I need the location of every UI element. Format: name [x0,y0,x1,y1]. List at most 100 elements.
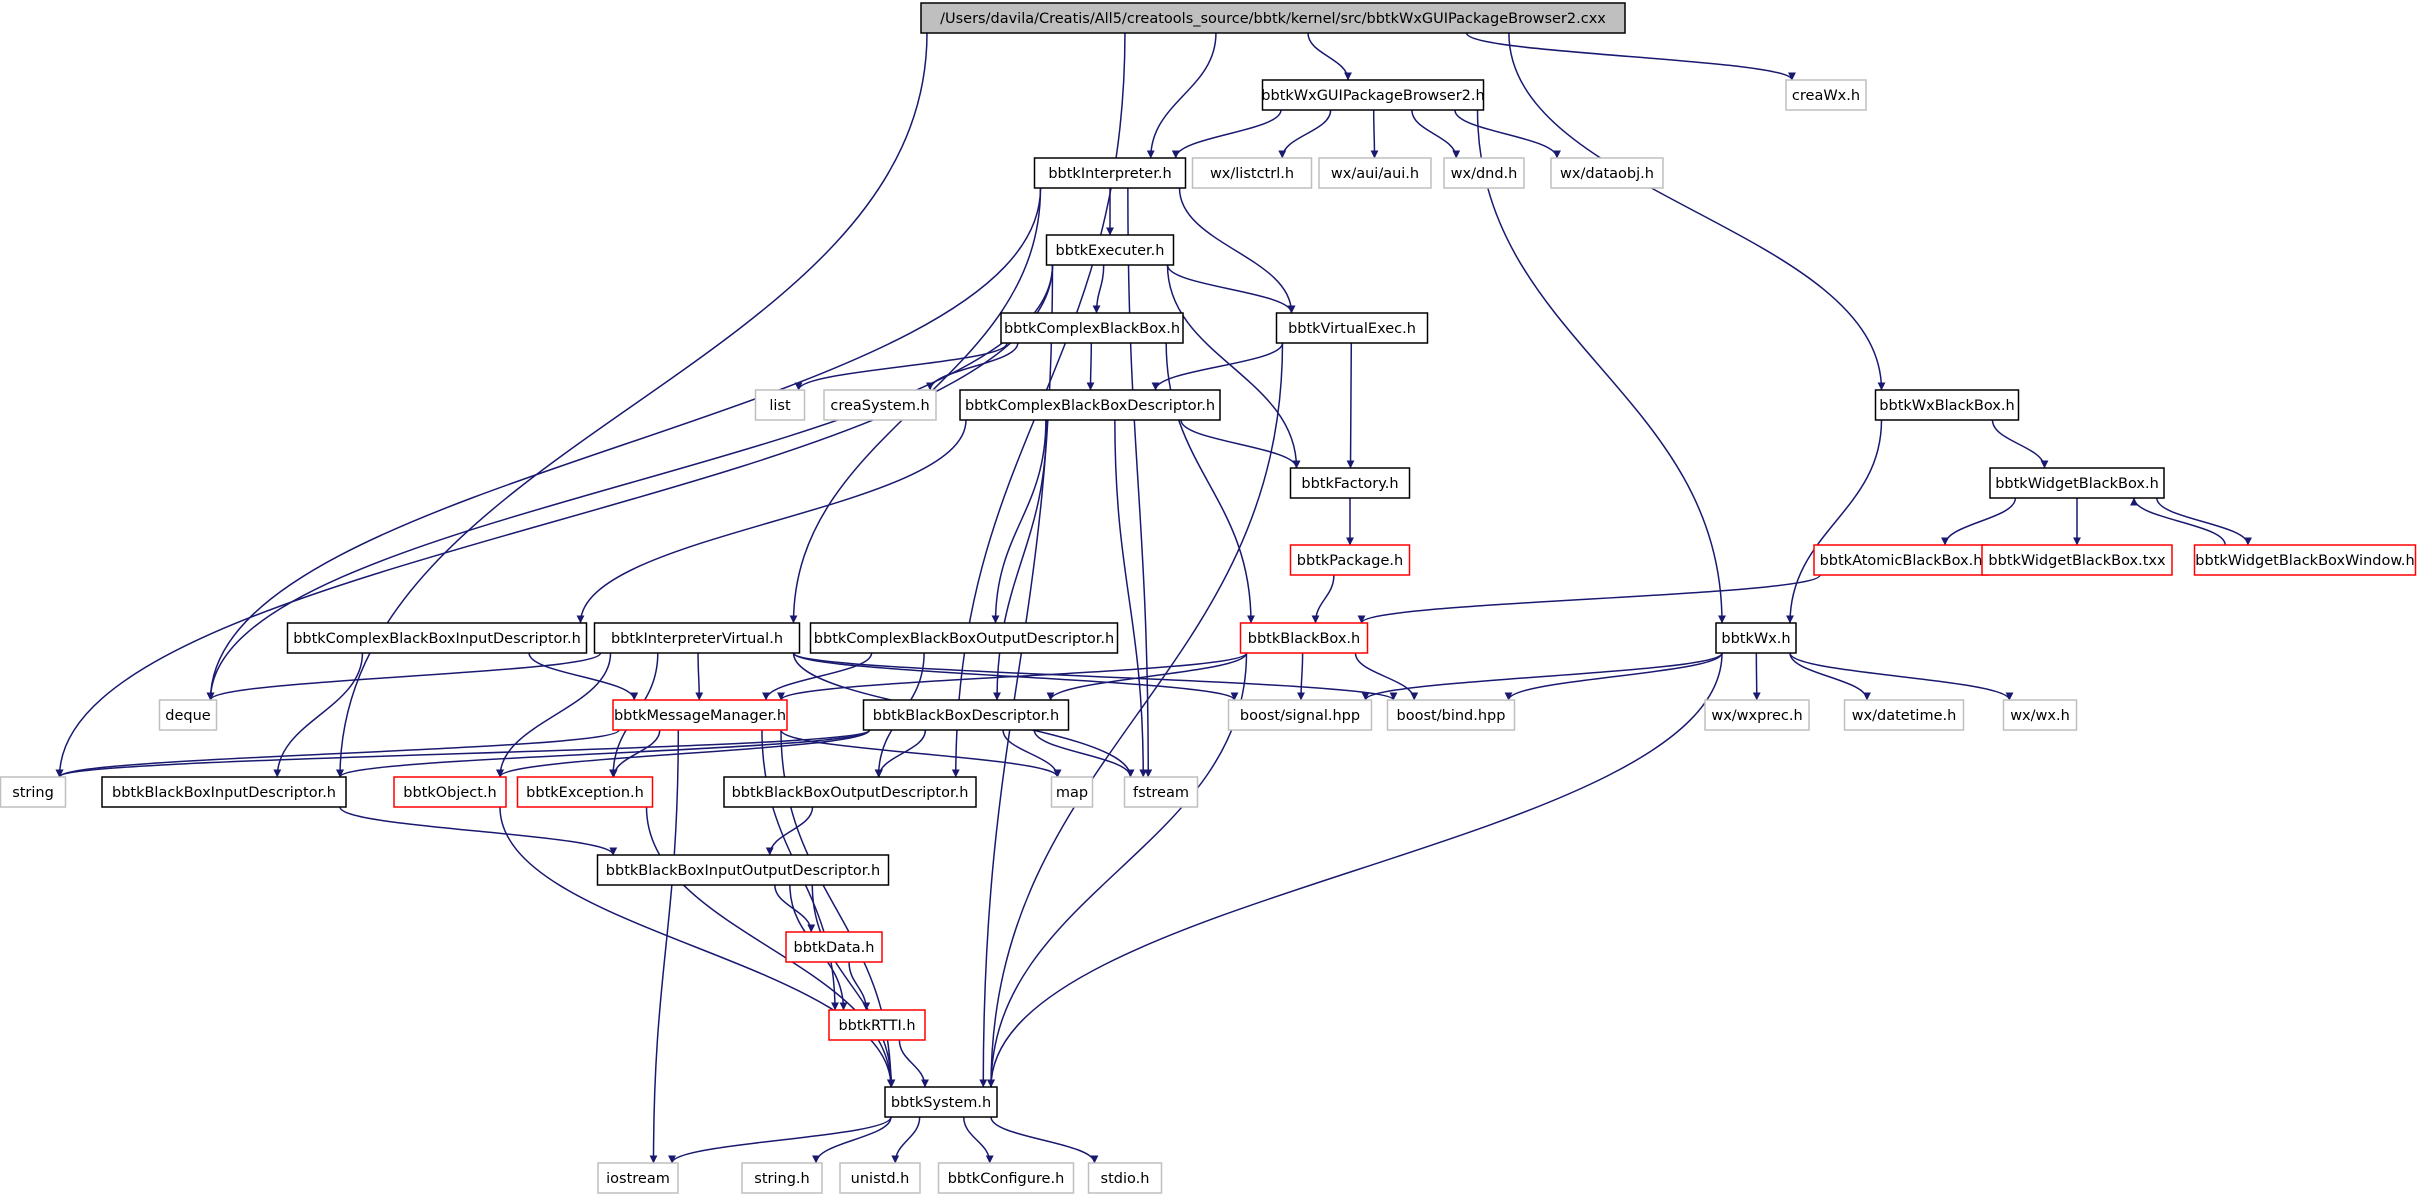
graph-node-bbtkwxblackbox-h[interactable]: bbtkWxBlackBox.h [1874,389,2020,421]
graph-node-wx-dataobj-h: wx/dataobj.h [1550,157,1664,189]
node-label: bbtkWidgetBlackBox.h [1995,476,2159,492]
graph-node-bbtkcomplexblackbox-h[interactable]: bbtkComplexBlackBox.h [1000,312,1184,344]
graph-node-bbtkblackboxinputoutputdescriptor-h[interactable]: bbtkBlackBoxInputOutputDescriptor.h [596,854,890,886]
node-label: bbtkComplexBlackBoxOutputDescriptor.h [814,631,1114,647]
node-box [839,1162,921,1194]
edge-bbtkwxguipackagebrowser2-h-to-wx-aui-aui-h [1370,109,1379,159]
graph-node-bbtkblackboxoutputdescriptor-h[interactable]: bbtkBlackBoxOutputDescriptor.h [723,776,977,808]
node-label: wx/datetime.h [1852,708,1957,724]
edge-bbtkcomplexblackbox-h-to-creasystem-h [926,342,1019,391]
graph-node-bbtkfactory-h[interactable]: bbtkFactory.h [1289,467,1411,499]
node-label: deque [165,708,211,724]
graph-node-bbtkconfigure-h: bbtkConfigure.h [937,1162,1075,1194]
graph-node-creawx-h: creaWx.h [1785,79,1867,111]
node-label: creaWx.h [1792,88,1860,104]
node-box [1386,699,1516,731]
graph-node-bbtkblackboxinputdescriptor-h[interactable]: bbtkBlackBoxInputDescriptor.h [101,776,347,808]
node-box [1443,157,1525,189]
node-label: bbtkBlackBoxOutputDescriptor.h [732,785,969,801]
node-box [1045,234,1175,266]
edge-bbtkblackbox-h-to-bbtkmessagemanager-h [777,652,1248,701]
node-label: bbtkMessageManager.h [614,708,786,724]
graph-node-bbtkwidgetblackbox-txx[interactable]: bbtkWidgetBlackBox.txx [1981,544,2173,576]
graph-node-bbtkrtti-h[interactable]: bbtkRTTI.h [828,1009,926,1041]
node-label: unistd.h [851,1171,910,1187]
graph-node-bbtkwidgetblackboxwindow-h[interactable]: bbtkWidgetBlackBoxWindow.h [2193,544,2417,576]
edge-bbtkcomplexblackboxdescriptor-h-to-fstream [1114,419,1148,778]
edge-bbtkwxguipackagebrowser2-h-to-wx-dataobj-h [1454,109,1561,159]
edge-bbtkatomicblackbox-h-to-bbtkblackbox-h [1357,574,1821,624]
node-box [959,389,1221,421]
graph-node-iostream: iostream [597,1162,679,1194]
edge-bbtkcomplexblackbox-h-to-list [794,342,1008,391]
node-box [1843,699,1965,731]
edge-bbtkcomplexblackboxdescriptor-h-to-bbtkcomplexblackboxoutputdescriptor-h [991,419,1047,624]
node-label: bbtkObject.h [403,785,497,801]
graph-node-creasystem-h: creaSystem.h [823,389,937,421]
node-box [1981,544,2173,576]
node-label: bbtkVirtualExec.h [1288,321,1416,337]
node-box [741,1162,823,1194]
graph-node-bbtkcomplexblackboxdescriptor-h[interactable]: bbtkComplexBlackBoxDescriptor.h [959,389,1221,421]
graph-node-bbtkblackbox-h[interactable]: bbtkBlackBox.h [1239,622,1369,654]
node-label: bbtkExecuter.h [1056,243,1165,259]
node-label: stdio.h [1101,1171,1150,1187]
edge-bbtkexecuter-h-to-bbtkcomplexblackbox-h [1092,264,1105,314]
node-box [1261,79,1485,111]
graph-node-bbtkpackage-h[interactable]: bbtkPackage.h [1289,544,1411,576]
edge-bbtkblackboxdescriptor-h-to-map [1002,729,1062,778]
edge-root-to-creawx-h [1465,32,1796,81]
graph-node-unistd-h: unistd.h [839,1162,921,1194]
edge-bbtkwxguipackagebrowser2-h-to-bbtkwx-h [1476,109,1726,624]
edge-bbtkexecuter-h-to-bbtkvirtualexec-h [1166,264,1296,314]
node-box [862,699,1070,731]
graph-node-bbtkwxguipackagebrowser2-h[interactable]: bbtkWxGUIPackageBrowser2.h [1261,79,1485,111]
graph-node-root[interactable]: /Users/davila/Creatis/All5/creatools_sou… [920,2,1626,34]
node-label: wx/wxprec.h [1711,708,1802,724]
edge-bbtkwidgetblackbox-h-to-bbtkwidgetblackboxwindow-h [2156,497,2252,546]
graph-node-bbtkmessagemanager-h[interactable]: bbtkMessageManager.h [612,699,788,731]
graph-node-bbtkexecuter-h[interactable]: bbtkExecuter.h [1045,234,1175,266]
graph-node-string: string [0,776,67,808]
node-box [723,776,977,808]
edge-bbtkwx-h-to-wx-wx-h [1789,652,2014,701]
graph-node-bbtkcomplexblackboxoutputdescriptor-h[interactable]: bbtkComplexBlackBoxOutputDescriptor.h [809,622,1119,654]
node-label: /Users/davila/Creatis/All5/creatools_sou… [940,11,1606,27]
graph-node-bbtkvirtualexec-h[interactable]: bbtkVirtualExec.h [1275,312,1429,344]
graph-node-bbtkinterpretervirtual-h[interactable]: bbtkInterpreterVirtual.h [593,622,801,654]
graph-node-bbtksystem-h[interactable]: bbtkSystem.h [884,1086,998,1118]
edge-bbtkmessagemanager-h-to-bbtkexception-h [609,729,661,778]
node-label: bbtkSystem.h [891,1095,991,1111]
graph-node-bbtkdata-h[interactable]: bbtkData.h [785,931,883,963]
graph-node-bbtkexception-h[interactable]: bbtkException.h [516,776,654,808]
node-label: wx/listctrl.h [1210,166,1294,182]
graph-node-bbtkwx-h[interactable]: bbtkWx.h [1715,622,1797,654]
edge-bbtkcomplexblackboxdescriptor-h-to-bbtkblackboxdescriptor-h [993,419,1048,701]
graph-node-bbtkatomicblackbox-h[interactable]: bbtkAtomicBlackBox.h [1813,544,1989,576]
graph-node-bbtkwidgetblackbox-h[interactable]: bbtkWidgetBlackBox.h [1989,467,2165,499]
node-label: bbtkBlackBox.h [1248,631,1360,647]
node-box [1289,467,1411,499]
graph-node-stdio-h: stdio.h [1087,1162,1163,1194]
node-box [1191,157,1313,189]
graph-node-wx-aui-aui-h: wx/aui/aui.h [1318,157,1432,189]
node-box [1550,157,1664,189]
edge-bbtkwxguipackagebrowser2-h-to-bbtkinterpreter-h [1171,109,1282,159]
edge-bbtkblackbox-h-to-bbtkblackboxdescriptor-h [1046,652,1248,701]
node-box [1087,1162,1163,1194]
node-box [612,699,788,731]
node-label: bbtkWxBlackBox.h [1879,398,2014,414]
edge-bbtkwx-h-to-wx-datetime-h [1789,652,1871,701]
edge-bbtkblackboxdescriptor-h-to-bbtkblackboxoutputdescriptor-h [875,729,927,778]
edge-bbtksystem-h-to-string-h [812,1116,892,1164]
graph-node-bbtkinterpreter-h[interactable]: bbtkInterpreter.h [1033,157,1187,189]
graph-node-bbtkblackboxdescriptor-h[interactable]: bbtkBlackBoxDescriptor.h [862,699,1070,731]
node-box [1989,467,2165,499]
edge-bbtkcomplexblackboxinputdescriptor-h-to-bbtkblackboxinputdescriptor-h [273,652,364,778]
graph-node-bbtkcomplexblackboxinputdescriptor-h[interactable]: bbtkComplexBlackBoxInputDescriptor.h [286,622,588,654]
node-label: wx/wx.h [2010,708,2070,724]
edge-bbtkblackboxdescriptor-h-to-string [55,729,871,778]
graph-node-bbtkobject-h[interactable]: bbtkObject.h [393,776,507,808]
graph-node-string-h: string.h [741,1162,823,1194]
